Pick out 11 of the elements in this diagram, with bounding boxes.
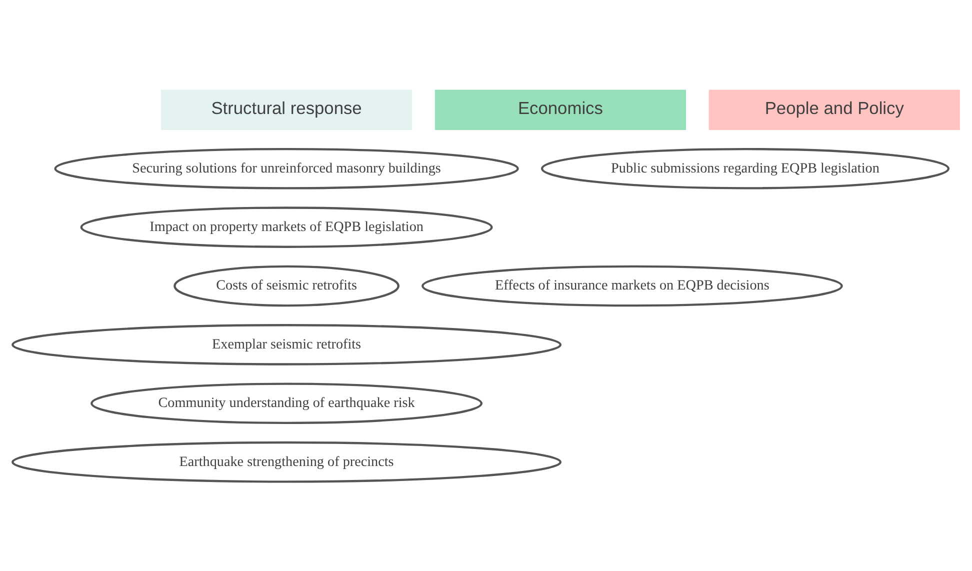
node-box: People and Policy	[708, 89, 960, 130]
node-ellipse: Impact on property markets of EQPB legislation	[80, 206, 493, 248]
node-box: Economics	[434, 89, 686, 130]
node-ellipse: Exemplar seismic retrofits	[12, 324, 562, 365]
node-ellipse: Community understanding of earthquake risk	[90, 382, 483, 424]
node-box: Structural response	[161, 89, 412, 130]
node-ellipse: Securing solutions for unreinforced masonry buildings	[54, 147, 519, 189]
node-ellipse: Earthquake strengthening of precincts	[12, 440, 562, 482]
node-ellipse: Costs of seismic retrofits	[174, 264, 400, 306]
node-ellipse: Effects of insurance markets on EQPB decisions	[422, 264, 843, 306]
node-ellipse: Public submissions regarding EQPB legislation	[540, 147, 950, 189]
